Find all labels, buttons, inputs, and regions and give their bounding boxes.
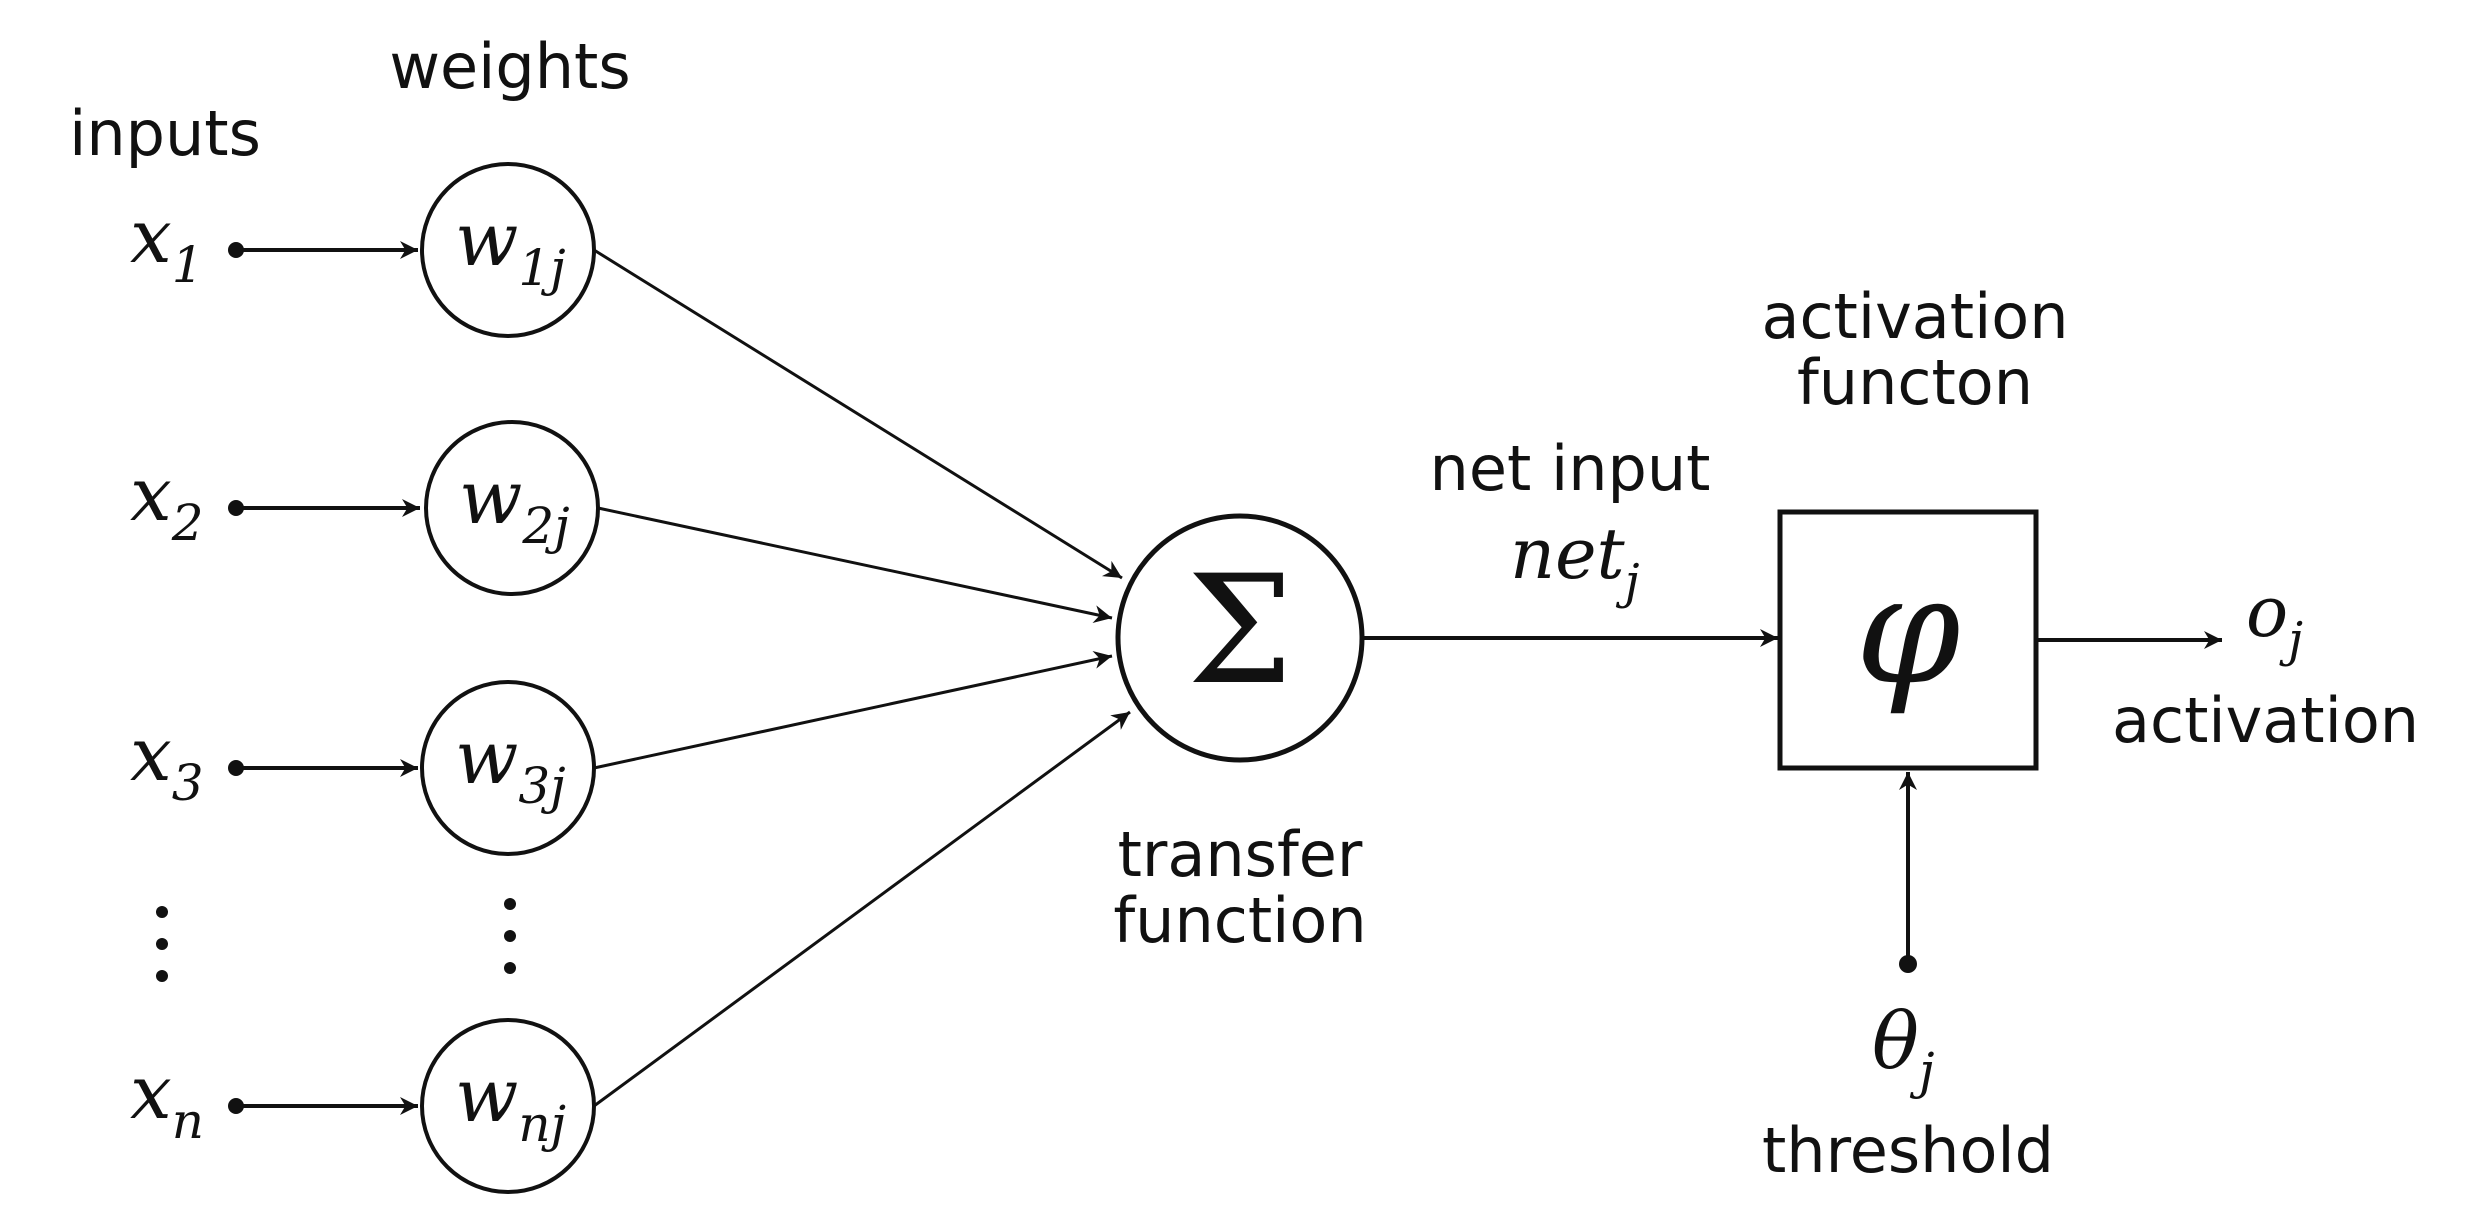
weight-w1j: w1j: [455, 197, 566, 297]
weight-w2j: w2j: [459, 455, 570, 555]
output-oj: oj: [2246, 571, 2303, 668]
weights-label: weights: [389, 30, 630, 103]
net-j-label: netj: [1510, 513, 1640, 610]
activation-label: activation: [2112, 684, 2419, 757]
input-row-n: xn wnj: [130, 1018, 596, 1194]
weight-w3j: w3j: [455, 715, 566, 815]
input-row-2: x2 w2j: [130, 420, 600, 596]
input-row-3: x3 w3j: [130, 680, 596, 856]
activation-function-box: [1777, 509, 2039, 771]
inputs-label: inputs: [69, 97, 261, 170]
input-row-1: x1 w1j: [130, 162, 596, 338]
weight-to-sum-arrow: [593, 248, 1123, 580]
phi-symbol: φ: [1855, 544, 1960, 718]
sigma-symbol: Σ: [1187, 544, 1293, 718]
threshold-node-dot: [1899, 955, 1917, 973]
weight-to-sum-arrow: [593, 710, 1131, 1108]
weight-to-sum-arrow: [597, 506, 1113, 624]
net-input-label: net input: [1430, 432, 1711, 505]
threshold-label: threshold: [1762, 1114, 2054, 1187]
input-x3: x3: [130, 712, 204, 812]
theta-j: θj: [1872, 997, 1934, 1100]
transfer-function-label-line1: transfer: [1118, 818, 1363, 891]
input-x2: x2: [130, 452, 204, 552]
input-ellipsis: [156, 906, 168, 982]
weight-wnj: wnj: [455, 1053, 566, 1153]
transfer-function-label-line2: function: [1113, 884, 1366, 957]
activation-function-label-line1: activation: [1761, 280, 2068, 353]
input-x1: x1: [130, 194, 204, 294]
activation-function-label-line2: functon: [1797, 346, 2033, 419]
weight-to-sum-arrow: [593, 651, 1113, 770]
weight-ellipsis: [504, 898, 516, 974]
input-xn: xn: [130, 1050, 204, 1150]
